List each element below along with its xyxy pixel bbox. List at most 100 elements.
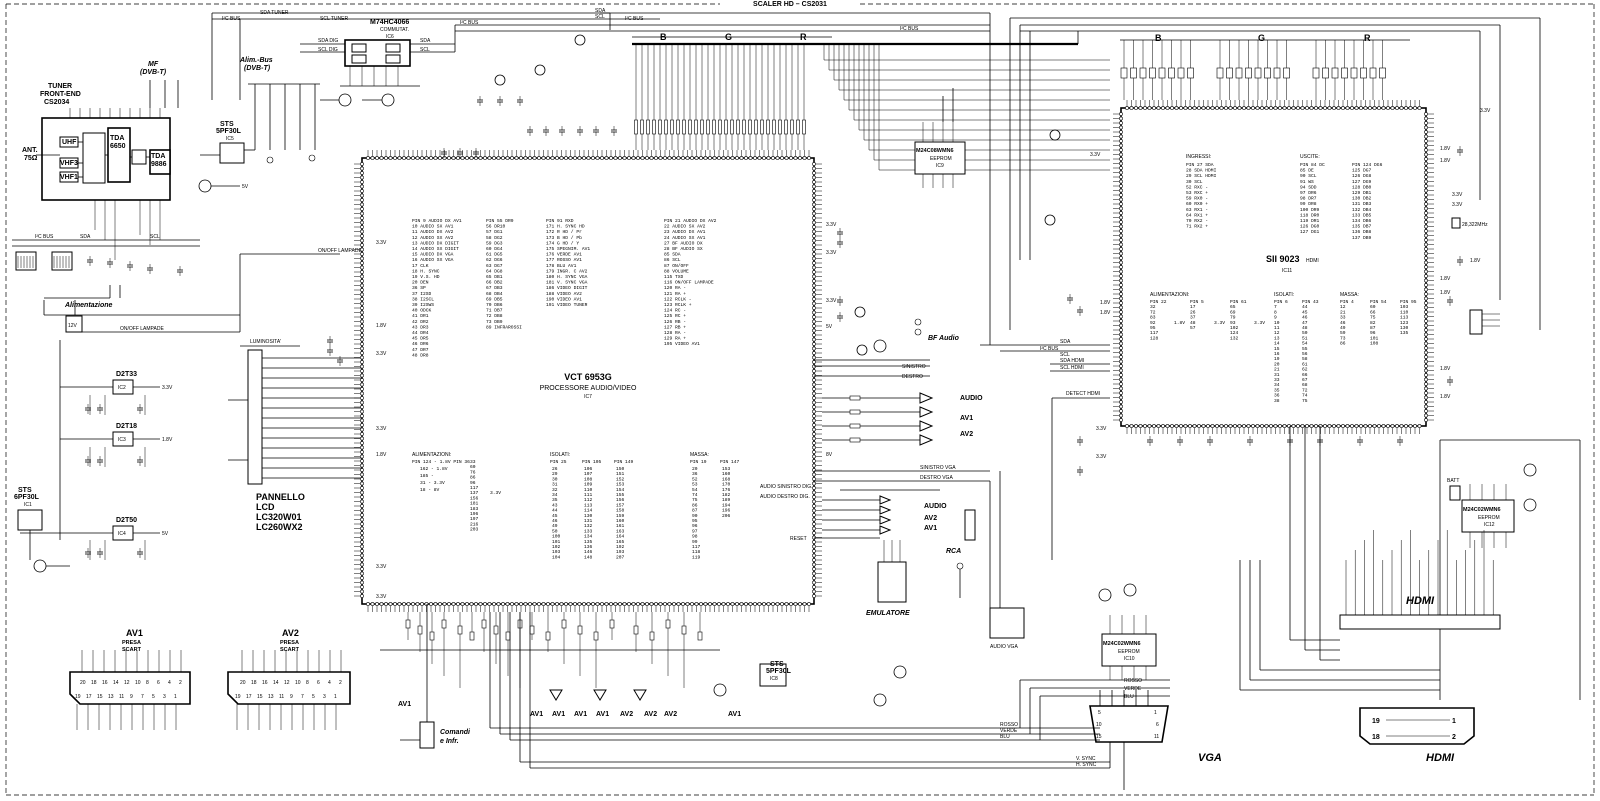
ic11-pin-pad (1381, 106, 1386, 110)
ic11-pin-pad (1119, 116, 1123, 121)
commut-sda: SDA (420, 38, 431, 44)
ic7-pin-pad (360, 594, 364, 598)
ic11-pin-pad (1119, 148, 1123, 152)
ic7-pin-pad (712, 602, 717, 606)
alim-pin: 137 (470, 490, 479, 496)
uscite2-row: 136 DB8 (1352, 229, 1372, 235)
ic7-pin-pad (393, 156, 397, 160)
ic7-pin-pad (360, 526, 364, 531)
ic11-pin-pad (1424, 346, 1428, 350)
isolati-pin: 148 (584, 554, 593, 560)
ic11-pin-pad (1424, 319, 1428, 323)
tda9886-label: TDA (151, 153, 165, 160)
ic11-pin-pad (1255, 424, 1260, 428)
ic7-pin-pad (510, 156, 514, 160)
ic11-pin-pad (1336, 106, 1341, 110)
ic11-pin-pad (1424, 391, 1428, 395)
ic7-pin-pad (519, 156, 523, 160)
ic11-pin-pad (1125, 424, 1129, 428)
hdmi-resistor (1254, 67, 1262, 79)
ic7-pin-pad (812, 522, 816, 526)
ic11-pin-pad (1363, 424, 1368, 428)
drop-resistor (417, 625, 423, 635)
rail-label: 3.3V (376, 240, 387, 246)
ic7-pin-pad (789, 156, 793, 160)
ic11-pin-pad (1424, 152, 1428, 157)
ic11-pin-pad (1119, 242, 1123, 247)
ic11-pin-pad (1119, 296, 1123, 301)
rail-label: 8V (826, 452, 833, 458)
isolati-pin: 207 (616, 554, 625, 560)
ic11-pin-pad (1119, 247, 1123, 251)
drop-resistor (561, 619, 567, 629)
ic7-pin-pad (564, 156, 568, 160)
ic7-pin-pad (721, 156, 726, 160)
audio-tag-av2b: AV2 (924, 515, 937, 522)
isolati-pin: 102 (552, 544, 561, 550)
hdmi-alim-18: 1.8V (1174, 320, 1185, 326)
ic7-pin-pad (812, 184, 816, 189)
hdmi-isolati-pin: 34 (1274, 382, 1280, 388)
ic11-pin-pad (1408, 424, 1413, 428)
ic11-pin-pad (1332, 424, 1336, 428)
ic11-pin-pad (1201, 106, 1206, 110)
ic7-pin-pad (360, 261, 364, 265)
sda-tuner-label: SDA TUNER (260, 10, 289, 16)
eeprom3-chip: M24C02WMN6 (1463, 507, 1501, 513)
pin-table-row: 63 DG7 (486, 263, 503, 269)
ic11-pin-pad (1119, 382, 1123, 386)
drop-resistor (405, 619, 411, 629)
ic11-pin-pad (1424, 274, 1428, 278)
vct6953g-ic: VCT 6953G PROCESSORE AUDIO/VIDEO IC7 (354, 150, 822, 612)
ic7-pin-pad (812, 355, 816, 360)
pin-table-row: 14 AUDIO SX DIGIT (412, 246, 459, 252)
ic7-pin-pad (645, 156, 649, 160)
ic11-pin-pad (1183, 106, 1188, 110)
massa-pin: 170 (722, 482, 731, 488)
pannello-l3: LC320W01 (256, 512, 302, 522)
opamp-resistor (849, 437, 861, 443)
ic11-pin-pad (1424, 355, 1428, 359)
ic11-pin-pad (1119, 418, 1123, 422)
ic7-pin-pad (537, 602, 541, 606)
rgb-drop-resistor (640, 119, 644, 135)
hdmi-massa-pin: 130 (1400, 325, 1409, 331)
ic7-pin-pad (812, 369, 816, 373)
reg-d2t18-name: D2T18 (116, 423, 137, 430)
rail-label: 3.3V (826, 250, 837, 256)
massa-pin: 20 (692, 466, 698, 472)
regulators: D2T33 IC2 D2T18 IC3 D2T50 IC4 3.3V 1.8V … (20, 340, 173, 560)
ic7-pin-pad (676, 156, 681, 160)
pin-table-row: 178 BLU AV1 (546, 263, 577, 269)
ic7-pin-pad (663, 156, 667, 160)
ic7-pin-pad (812, 418, 816, 423)
ic7-pin-pad (586, 156, 591, 160)
isolati-pin: 164 (616, 534, 625, 540)
pin-table-row: 122 RCLK - (664, 296, 692, 302)
ic7-pin-pad (812, 301, 816, 306)
hdmi-pin19: 19 (1372, 718, 1380, 725)
hdmi-isolati-pin: 19 (1274, 356, 1280, 362)
opamp-resistor (849, 423, 861, 429)
ic7-pin-pad (658, 156, 663, 160)
ic7-pin-pad (771, 602, 775, 606)
ic11-pins-left (1113, 112, 1123, 422)
ic7-pin-pad (550, 156, 555, 160)
pin-table-row: PIN 55 DR9 (486, 218, 514, 224)
ic11-pin-pad (1309, 106, 1314, 110)
ic7-pin-pad (631, 602, 636, 606)
ic11-pin-pad (1345, 106, 1350, 110)
ic7-pin-pad (812, 252, 816, 256)
ic7-pin-pad (519, 602, 523, 606)
ic7-pin-pad (690, 156, 694, 160)
ic11-pin-pad (1119, 310, 1123, 314)
ic11-pin-pad (1417, 106, 1422, 110)
isolati-pin: 155 (616, 492, 625, 498)
ic7-pin-pad (433, 156, 438, 160)
hdmi-isolati-pin: 45 (1302, 309, 1308, 315)
hdmi-massa-pin: 21 (1340, 309, 1346, 315)
ic7-pin-pad (622, 156, 627, 160)
ic7-pin-pad (496, 602, 501, 606)
massa-pin: 86 (692, 502, 698, 508)
ic7-pin-pad (559, 156, 564, 160)
